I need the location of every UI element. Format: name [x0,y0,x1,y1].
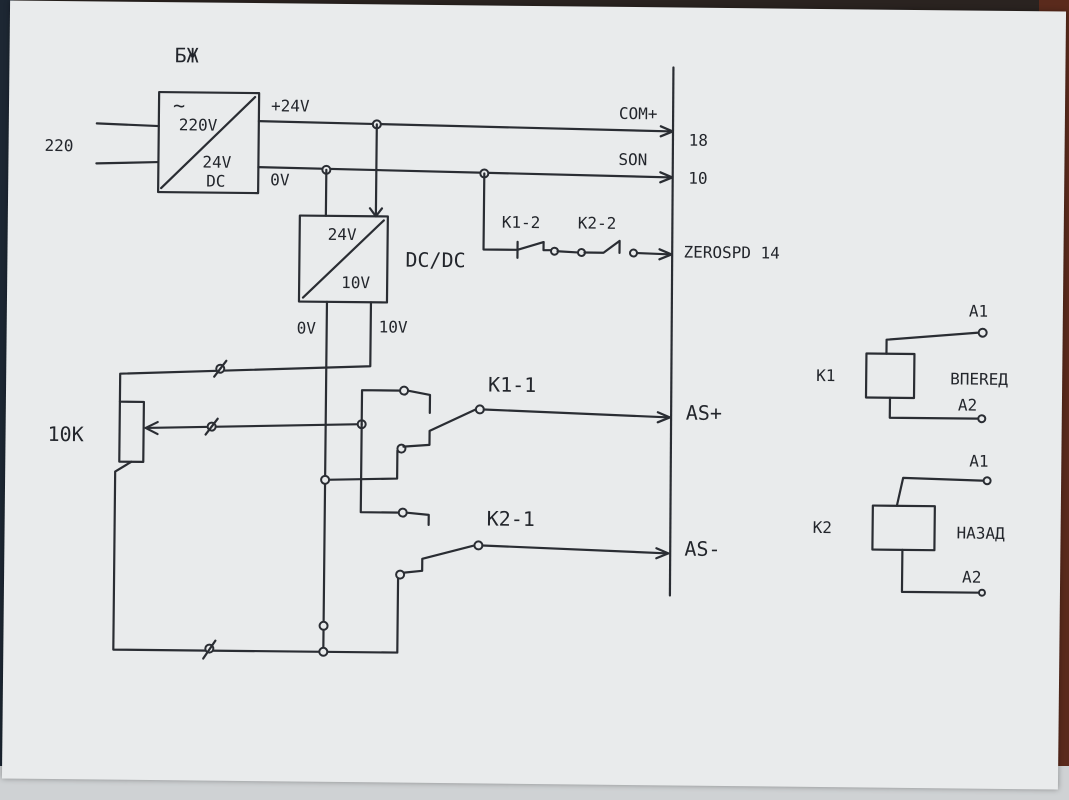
relay-k2-name: K2 [813,518,832,537]
relay-k1-a2-terminal [977,414,987,424]
mains-label: 220 [44,136,73,155]
supply-output-type: DC [206,172,225,191]
potentiometer-body [118,400,146,464]
k2-2-contact-blade [583,239,621,254]
relay-k1-a1-wire [885,331,980,355]
relay-k2-a2-label: A2 [962,567,981,586]
power-supply-box [157,90,261,195]
rail-junction-bottom [318,646,329,657]
relay-k1-a2-label: A2 [958,395,977,414]
relay-k1-coil [864,352,916,400]
supply-input-rating: 220V [179,115,218,134]
k1-2-label: K1-2 [502,213,541,232]
wiper-tick [204,417,219,436]
k1-1-lower-lead [405,511,430,527]
k1-1-lower-feed [359,423,402,514]
k2-1-label: K2-1 [487,507,535,532]
dcdc-plus-feed [374,123,378,218]
k1-2-contact-right [542,240,553,252]
relay-k2-a1-label: A1 [969,452,988,471]
rail-junction-mid [320,474,331,485]
com-label: COM+ [619,104,658,123]
wiper-arrow [144,420,159,436]
dcdc-out-ten-label: 10V [379,317,408,336]
rail-ten-volt [118,301,373,403]
as-minus-arrow [655,547,670,560]
zerospd-arrow [658,248,673,261]
bottom-wire-tick [202,639,217,660]
zerospd-feed-wire [482,172,519,251]
k2-1-output-terminal [473,540,484,551]
relay-k2-a2-wire [900,548,982,594]
relay-k1-a2-wire [888,396,979,420]
power-supply-diagonal [160,95,257,190]
supply-title: БЖ [174,43,198,67]
k1-1-blade [402,408,477,448]
relay-k2-direction: HAЗAД [956,523,1005,543]
power-supply-block [157,90,261,195]
rail-junction-low [318,620,329,631]
k2-1-common-feed [322,575,400,654]
k1-1-output-terminal [474,404,485,415]
relay-k1-a1-label: A1 [969,302,988,321]
as-plus-wire [482,408,671,419]
k2-2-label: K2-2 [578,213,617,232]
relay-k1-a1-terminal [977,327,988,338]
as-minus-wire [481,544,670,555]
plus24-wire [257,120,674,133]
controller-terminal-line [668,66,675,597]
k1-1-upper-terminal [399,385,410,396]
potentiometer-label: 10K [47,422,83,446]
k1-1-common-feed [324,449,399,481]
plus24-arrow [659,125,674,138]
zerospd-out-wire [636,251,673,256]
son-label: SON [618,150,647,169]
dcdc-output-rating: 10V [341,273,370,292]
dcdc-out-zero-label: 0V [297,319,317,338]
k1-1-upper-lead [406,389,432,415]
k1-2-contact-blade [516,240,545,251]
relay-k2-a1-terminal [982,476,992,486]
dcdc-title: DC/DC [405,248,465,273]
relay-k1-name: K1 [816,366,835,385]
supply-zero-label: 0V [270,170,290,189]
k2-1-blade [403,544,476,574]
relay-k2-coil [871,504,936,552]
com-pin: 18 [689,131,708,150]
k2-1-common-terminal [395,569,406,580]
relay-k1-direction: BПEREД [950,369,1008,389]
k1-1-lower-terminal [397,507,408,518]
dcdc-converter-box [297,214,389,304]
k1-1-label: K1-1 [488,373,536,398]
as-minus-label: AS- [684,537,720,561]
pot-bottom-wire [112,460,325,653]
zerospd-label: ZEROSPD 14 [683,243,780,263]
dcdc-diagonal [301,219,385,299]
zero-wire [257,166,674,179]
supply-output-rating: 24V [202,153,231,172]
ten-volt-tick [213,359,228,378]
k1-k2-link [556,250,579,254]
relay-k2-a1-wire [895,476,987,507]
k1-1-upper-feed [360,389,404,426]
supply-plus-label: +24V [271,96,310,115]
mains-wire-upper [95,122,160,128]
dcdc-input-rating: 24V [328,225,357,244]
supply-tilde: ~ [173,93,185,117]
as-plus-arrow [656,411,671,424]
as-plus-label: AS+ [686,401,722,425]
zero-arrow [659,171,674,184]
dcdc-plus-arrow [368,207,384,218]
wiper-wire [144,423,363,430]
relay-k2-a2-terminal [977,588,986,597]
mains-wire-lower [95,160,160,165]
k2-2-terminal-right [628,248,638,258]
dcdc-converter-block [297,214,389,304]
son-pin: 10 [688,169,707,188]
